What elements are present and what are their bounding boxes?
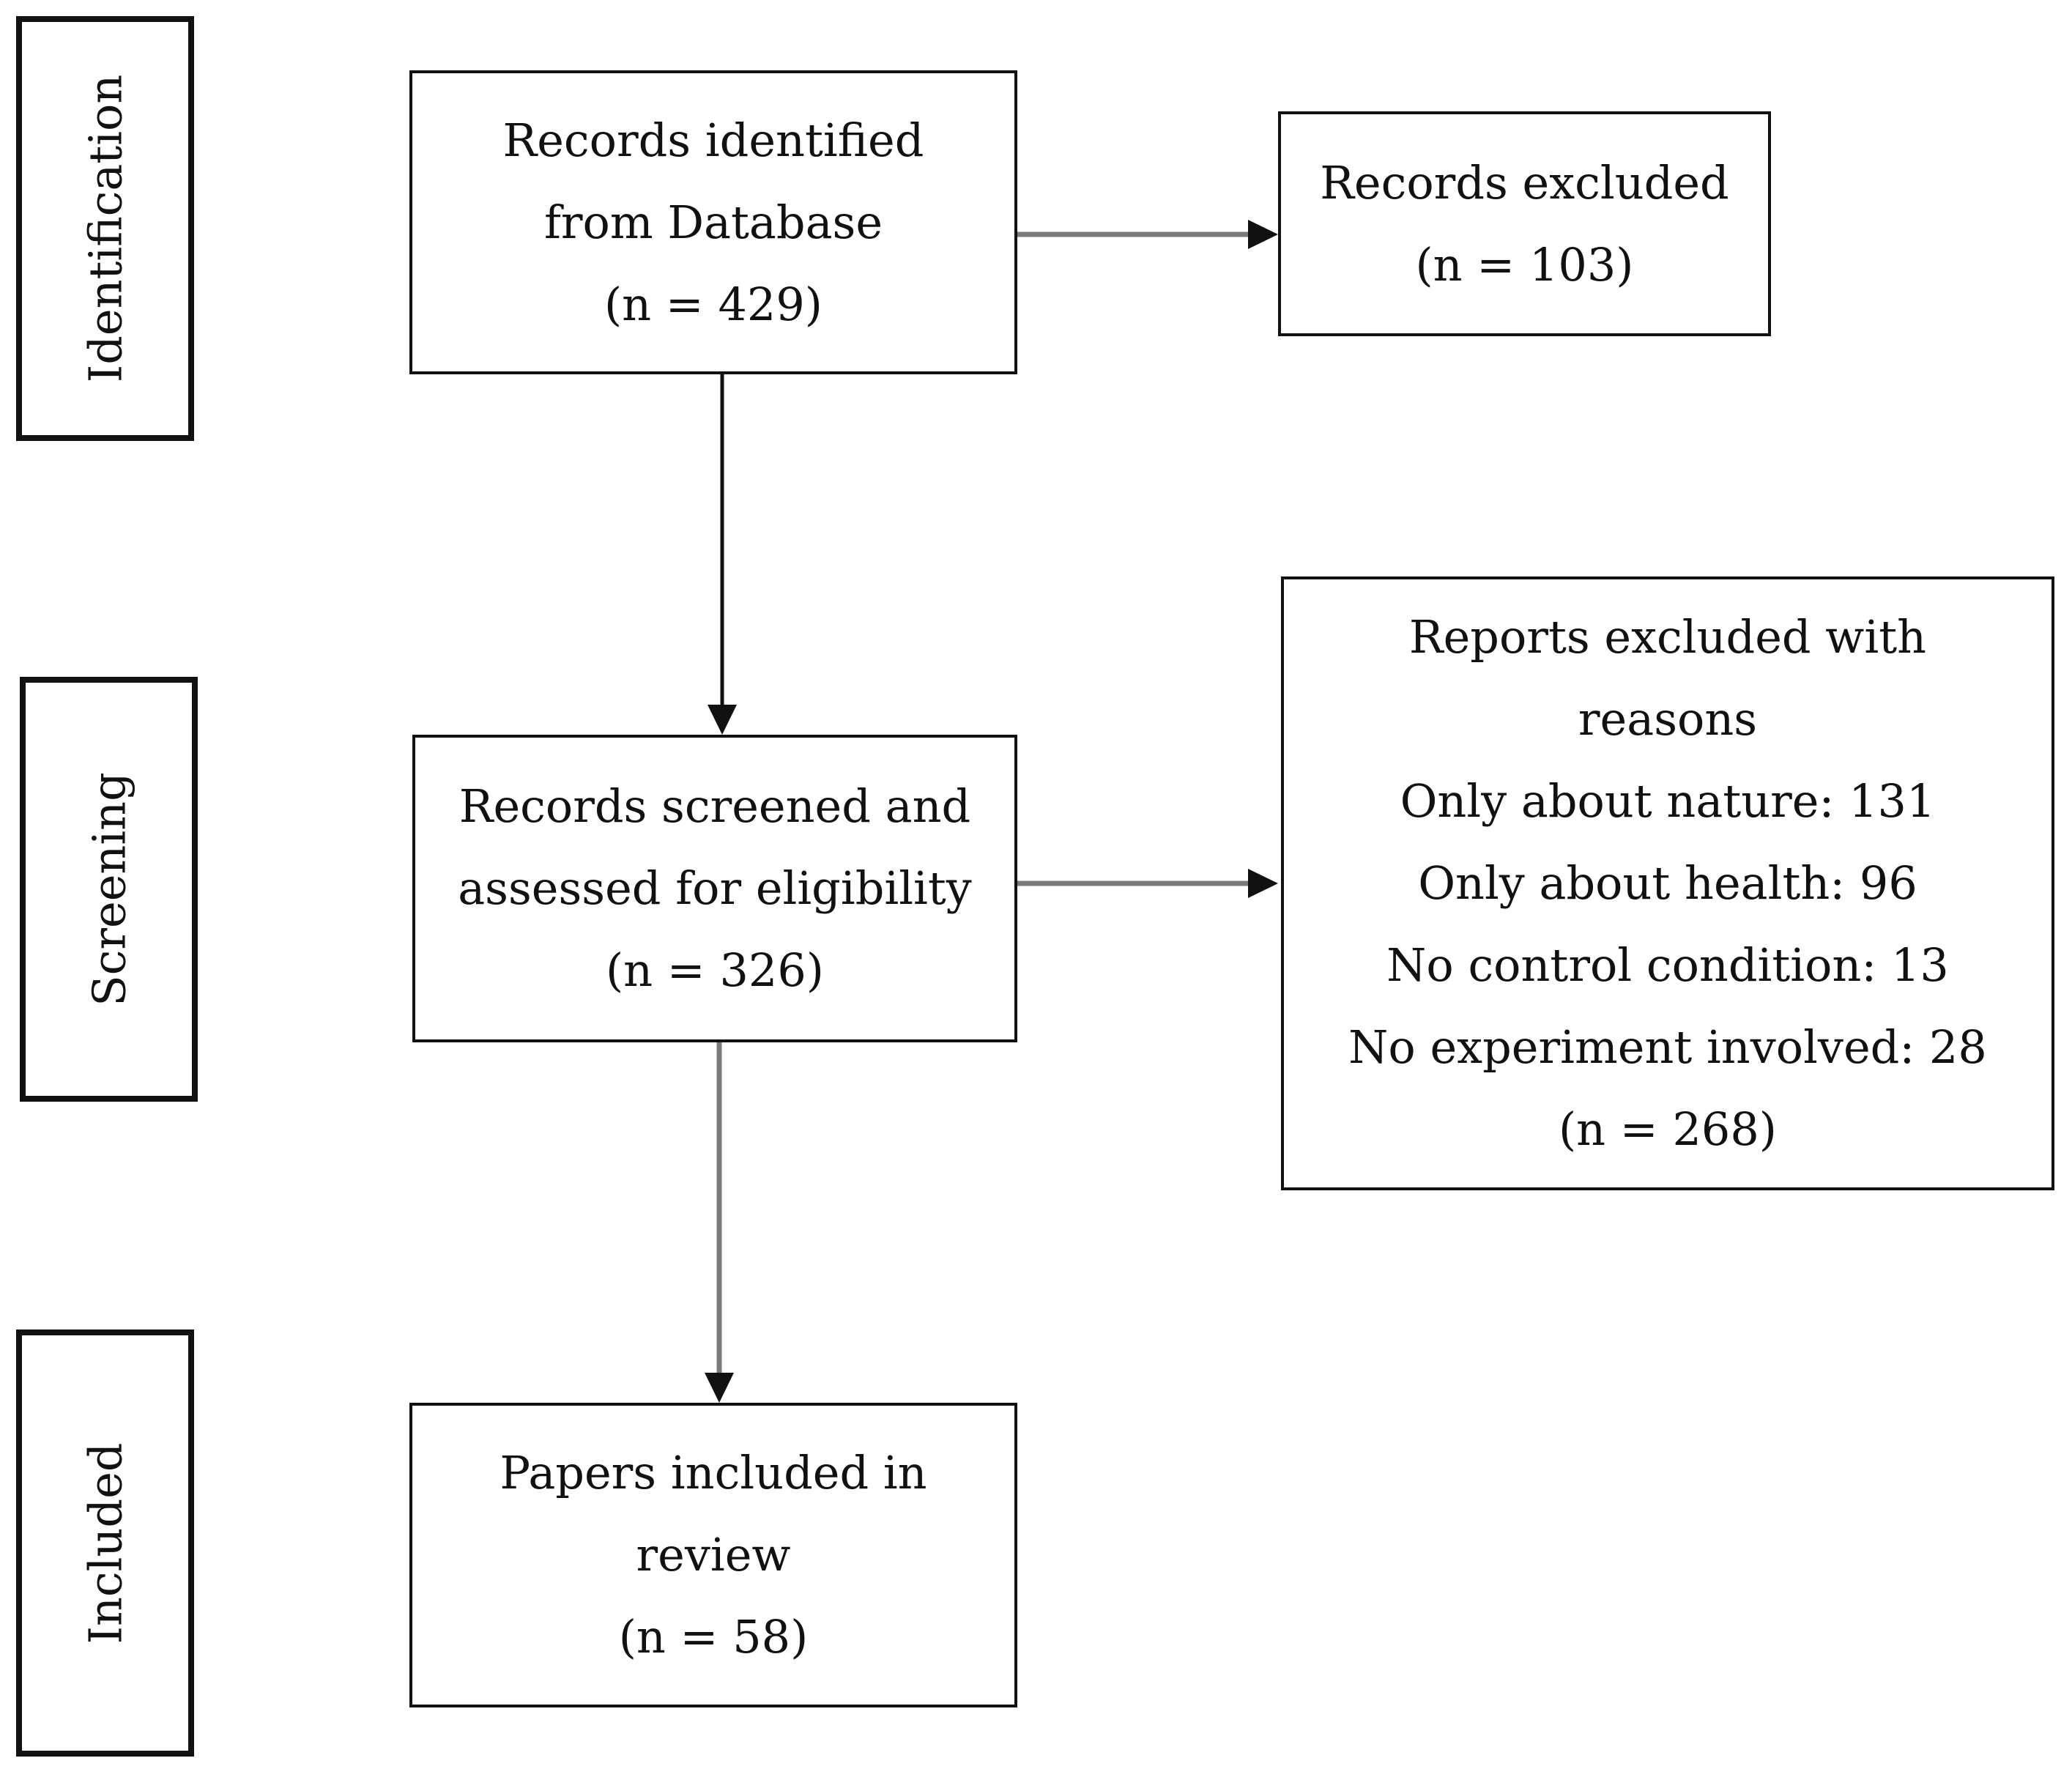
arrowhead-screened-to-included [705, 1373, 734, 1403]
papers-included-line1: Papers included in [500, 1446, 927, 1499]
stage-screening: Screening [20, 677, 198, 1102]
box-records-screened: Records screened and assessed for eligib… [412, 735, 1017, 1042]
stage-included: Included [16, 1329, 194, 1757]
records-screened-line2: assessed for eligibility [458, 861, 972, 915]
records-screened-count: (n = 326) [605, 943, 824, 997]
arrowhead-screened-to-reports-excluded [1248, 869, 1278, 898]
records-excluded-count: (n = 103) [1415, 237, 1634, 292]
box-reports-excluded: Reports excluded with reasons Only about… [1281, 576, 2054, 1190]
records-identified-count: (n = 429) [604, 277, 823, 331]
reports-excluded-count: (n = 268) [1558, 1102, 1777, 1156]
reason-item: No experiment involved: 28 [1348, 1020, 1987, 1074]
reason-item: Only about health: 96 [1418, 856, 1917, 910]
box-records-identified: Records identified from Database (n = 42… [409, 70, 1017, 374]
records-screened-line1: Records screened and [458, 779, 971, 833]
papers-included-line2: review [636, 1528, 791, 1581]
papers-included-count: (n = 58) [618, 1610, 809, 1664]
reason-item: Only about nature: 131 [1400, 774, 1936, 828]
arrowhead-identified-to-excluded [1248, 220, 1278, 249]
stage-identification: Identification [16, 16, 194, 441]
reports-excluded-line1: Reports excluded with [1408, 610, 1927, 664]
reason-item: No control condition: 13 [1386, 938, 1949, 992]
records-identified-line1: Records identified [502, 113, 924, 167]
box-records-excluded: Records excluded (n = 103) [1278, 111, 1771, 336]
box-papers-included: Papers included in review (n = 58) [409, 1403, 1017, 1707]
arrowhead-identified-to-screened [708, 705, 737, 735]
reports-excluded-line2: reasons [1578, 692, 1758, 746]
records-excluded-line1: Records excluded [1320, 155, 1729, 209]
records-identified-line2: from Database [543, 195, 883, 249]
